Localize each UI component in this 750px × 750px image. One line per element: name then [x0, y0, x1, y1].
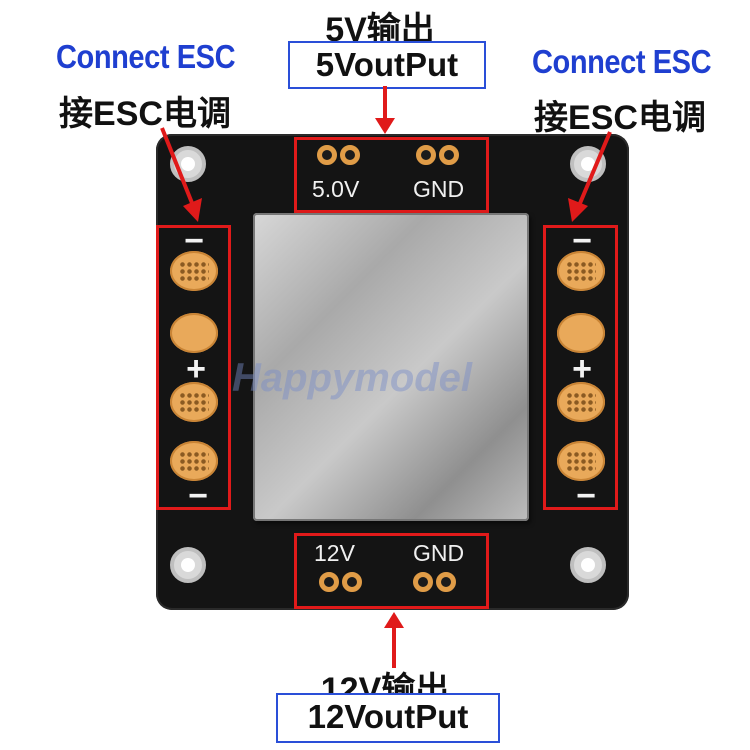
right-minus-bottom: − — [576, 477, 596, 515]
bottom-output-highlight — [294, 533, 489, 609]
left-esc-pads-highlight — [156, 225, 231, 510]
mount-hole-bottom-left — [170, 547, 206, 583]
left-plus: + — [186, 350, 206, 388]
solder-ring — [439, 145, 459, 165]
top-output-label-box: 5VoutPut — [288, 41, 486, 89]
brand-watermark: Happymodel — [232, 356, 473, 400]
silk-gnd-label: GND — [413, 176, 465, 202]
left-esc-pad — [170, 441, 218, 481]
right-esc-pads-highlight — [543, 225, 618, 510]
left-minus-bottom: − — [188, 477, 208, 515]
arrow-to-right-esc — [568, 131, 612, 222]
silk-gnd-label-bottom: GND — [413, 540, 465, 566]
right-minus-top: − — [572, 222, 592, 260]
right-connect-esc-label: Connect ESC — [532, 43, 712, 80]
right-esc-pad — [557, 441, 605, 481]
solder-ring — [319, 572, 339, 592]
arrow-to-left-esc — [160, 127, 202, 222]
solder-ring — [413, 572, 433, 592]
solder-ring — [340, 145, 360, 165]
left-esc-label-cn: 接ESC电调 — [59, 95, 231, 133]
left-esc-pad — [170, 313, 218, 353]
solder-ring — [317, 145, 337, 165]
silk-12v-label: 12V — [314, 540, 355, 566]
mount-hole-top-right — [570, 146, 606, 182]
left-connect-esc-label: Connect ESC — [56, 38, 236, 75]
metal-shield — [253, 213, 529, 521]
left-minus-top: − — [184, 222, 204, 260]
right-esc-label-cn: 接ESC电调 — [534, 99, 706, 137]
solder-ring — [342, 572, 362, 592]
arrow-to-top-output — [375, 86, 395, 134]
left-esc-pad — [170, 251, 218, 291]
bottom-output-label-box: 12VoutPut — [276, 693, 500, 743]
top-output-highlight — [294, 137, 489, 213]
solder-ring — [416, 145, 436, 165]
right-plus: + — [572, 350, 592, 388]
solder-ring — [436, 572, 456, 592]
silk-5v-label: 5.0V — [312, 176, 360, 202]
right-esc-pad — [557, 313, 605, 353]
left-esc-pad — [170, 382, 218, 422]
arrow-to-bottom-output — [384, 612, 404, 668]
mount-hole-bottom-right — [570, 547, 606, 583]
right-esc-pad — [557, 251, 605, 291]
right-esc-pad — [557, 382, 605, 422]
